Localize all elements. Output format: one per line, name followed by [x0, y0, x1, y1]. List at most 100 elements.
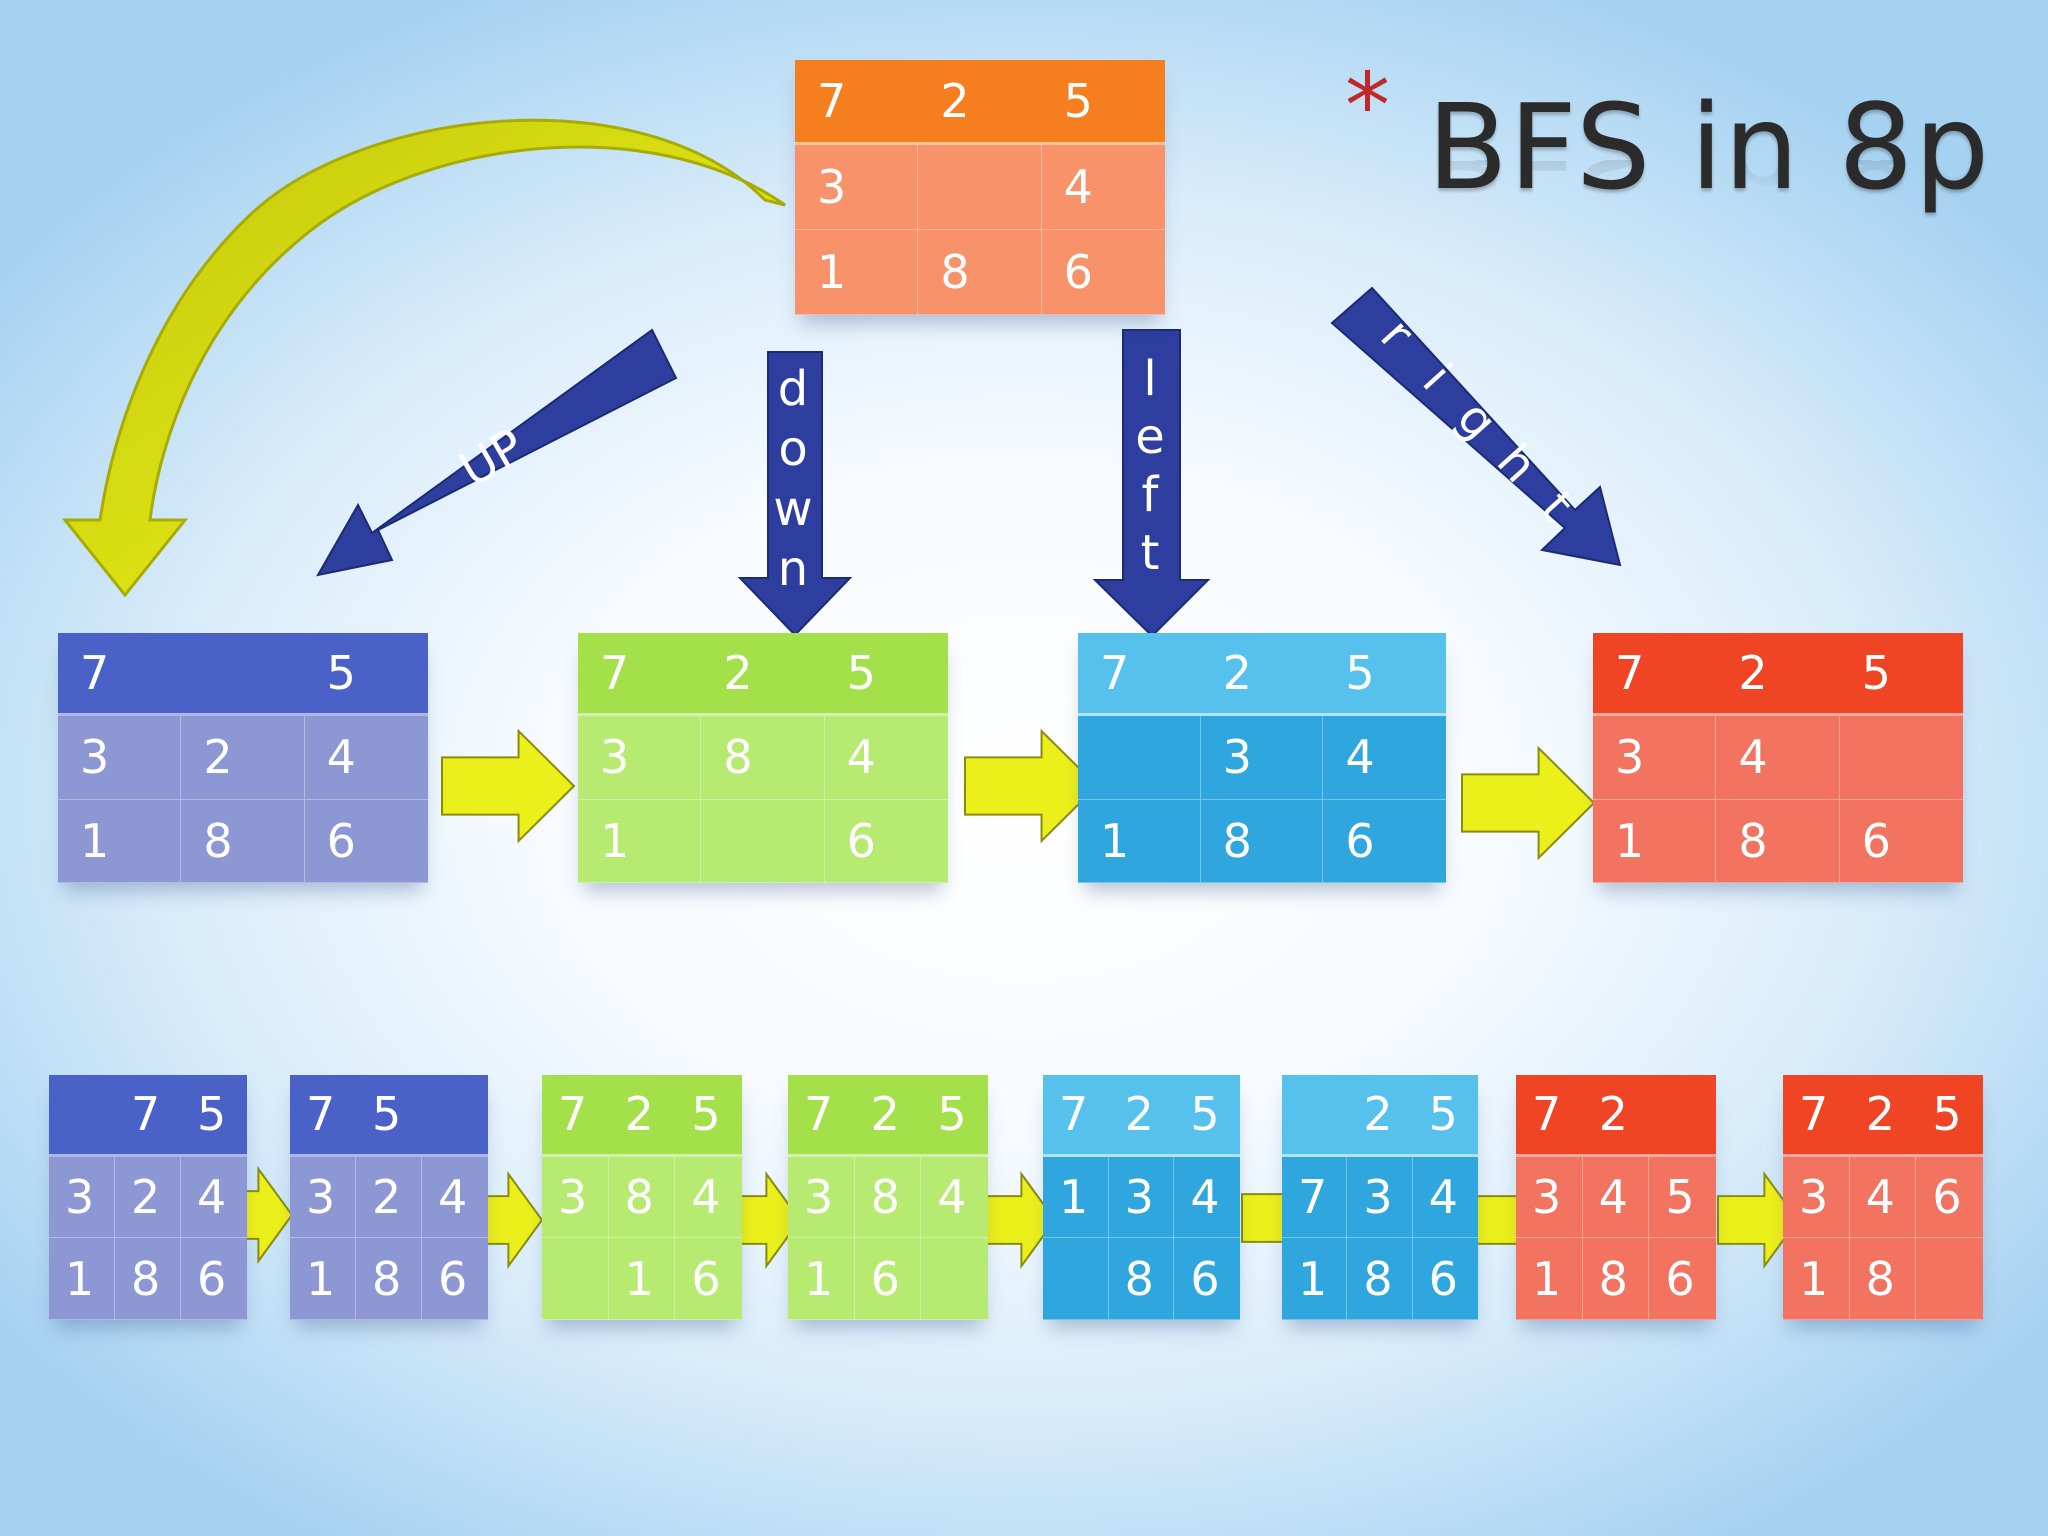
tile: 8 — [356, 1238, 422, 1320]
tile: 7 — [1593, 633, 1717, 717]
tile — [921, 1238, 988, 1320]
tile: 5 — [181, 1075, 247, 1157]
tile: 6 — [1916, 1156, 1983, 1239]
tile: 5 — [824, 633, 948, 717]
tile: 8 — [1347, 1238, 1413, 1320]
tile: 4 — [422, 1156, 488, 1239]
tile: 1 — [58, 799, 182, 883]
tile: 6 — [181, 1238, 247, 1320]
tile: 7 — [290, 1075, 356, 1157]
move-label-letter: e — [1135, 409, 1165, 465]
tile — [542, 1238, 609, 1320]
tile: 2 — [918, 60, 1042, 145]
tile: 2 — [115, 1156, 181, 1239]
tile: 3 — [1200, 716, 1324, 800]
tile: 1 — [795, 230, 919, 315]
tile: 1 — [608, 1238, 676, 1320]
tile: 4 — [1323, 716, 1446, 800]
tile: 8 — [115, 1238, 181, 1320]
move-label-letter: d — [778, 361, 808, 417]
tile: 3 — [1516, 1156, 1583, 1239]
tile: 6 — [1839, 799, 1963, 883]
step-arrow — [441, 728, 576, 844]
tile: 1 — [1593, 799, 1717, 883]
tile: 2 — [1582, 1075, 1650, 1157]
tile: 7 — [578, 633, 702, 717]
tile: 3 — [795, 145, 919, 230]
tile: 7 — [1043, 1075, 1109, 1157]
tile: 4 — [1716, 716, 1840, 800]
title-reflection: BFS in 8p — [1427, 160, 1990, 220]
tile: 8 — [918, 230, 1042, 315]
tile: 2 — [701, 633, 825, 717]
tile: 7 — [1516, 1075, 1583, 1157]
tile: 6 — [1041, 230, 1165, 315]
tile: 2 — [1347, 1075, 1413, 1157]
tile — [181, 633, 305, 717]
tile — [49, 1075, 115, 1157]
tile: 7 — [1078, 633, 1201, 717]
tile: 5 — [1174, 1075, 1240, 1157]
tile: 5 — [356, 1075, 422, 1157]
tile: 2 — [1849, 1075, 1917, 1157]
tile: 8 — [608, 1156, 676, 1239]
tile — [422, 1075, 488, 1157]
tile: 4 — [304, 716, 428, 800]
tile — [1916, 1238, 1983, 1320]
tile: 3 — [290, 1156, 356, 1239]
down-arrow — [737, 351, 853, 637]
tile: 1 — [788, 1238, 855, 1320]
tile: 7 — [1783, 1075, 1850, 1157]
tile: 8 — [854, 1156, 922, 1239]
up-arrow — [316, 328, 678, 577]
tile: 2 — [1716, 633, 1840, 717]
tile: 7 — [1282, 1156, 1348, 1239]
tile: 3 — [49, 1156, 115, 1239]
tile: 8 — [1582, 1238, 1650, 1320]
tile: 3 — [542, 1156, 609, 1239]
title-asterisk: * — [1345, 54, 1390, 159]
step-arrow — [1717, 1170, 1800, 1270]
tile: 1 — [290, 1238, 356, 1320]
tile: 4 — [675, 1156, 742, 1239]
tile: 7 — [542, 1075, 609, 1157]
tile: 3 — [1783, 1156, 1850, 1239]
tile: 5 — [1323, 633, 1446, 717]
tile: 6 — [304, 799, 428, 883]
step-arrow — [1461, 745, 1596, 861]
tile: 5 — [1916, 1075, 1983, 1157]
title: * BFS in 8p BFS in 8p — [1345, 62, 2025, 230]
tile: 7 — [115, 1075, 181, 1157]
tile: 8 — [1849, 1238, 1917, 1320]
tile: 2 — [1200, 633, 1324, 717]
tile: 4 — [1174, 1156, 1240, 1239]
left-arrow — [1092, 329, 1211, 638]
page-title: BFS in 8p — [1427, 78, 1991, 216]
tile: 1 — [578, 799, 702, 883]
tile: 7 — [58, 633, 182, 717]
move-label-letter: n — [778, 541, 808, 597]
tile: 3 — [1347, 1156, 1413, 1239]
tile: 5 — [675, 1075, 742, 1157]
tile: 3 — [788, 1156, 855, 1239]
move-label-letter: t — [1141, 525, 1160, 581]
tile: 3 — [578, 716, 702, 800]
tile: 7 — [795, 60, 919, 145]
tile: 1 — [1282, 1238, 1348, 1320]
move-label-letter: l — [1143, 351, 1156, 407]
tile: 5 — [1412, 1075, 1478, 1157]
tile: 2 — [356, 1156, 422, 1239]
tile — [918, 145, 1042, 230]
tile — [1839, 716, 1963, 800]
